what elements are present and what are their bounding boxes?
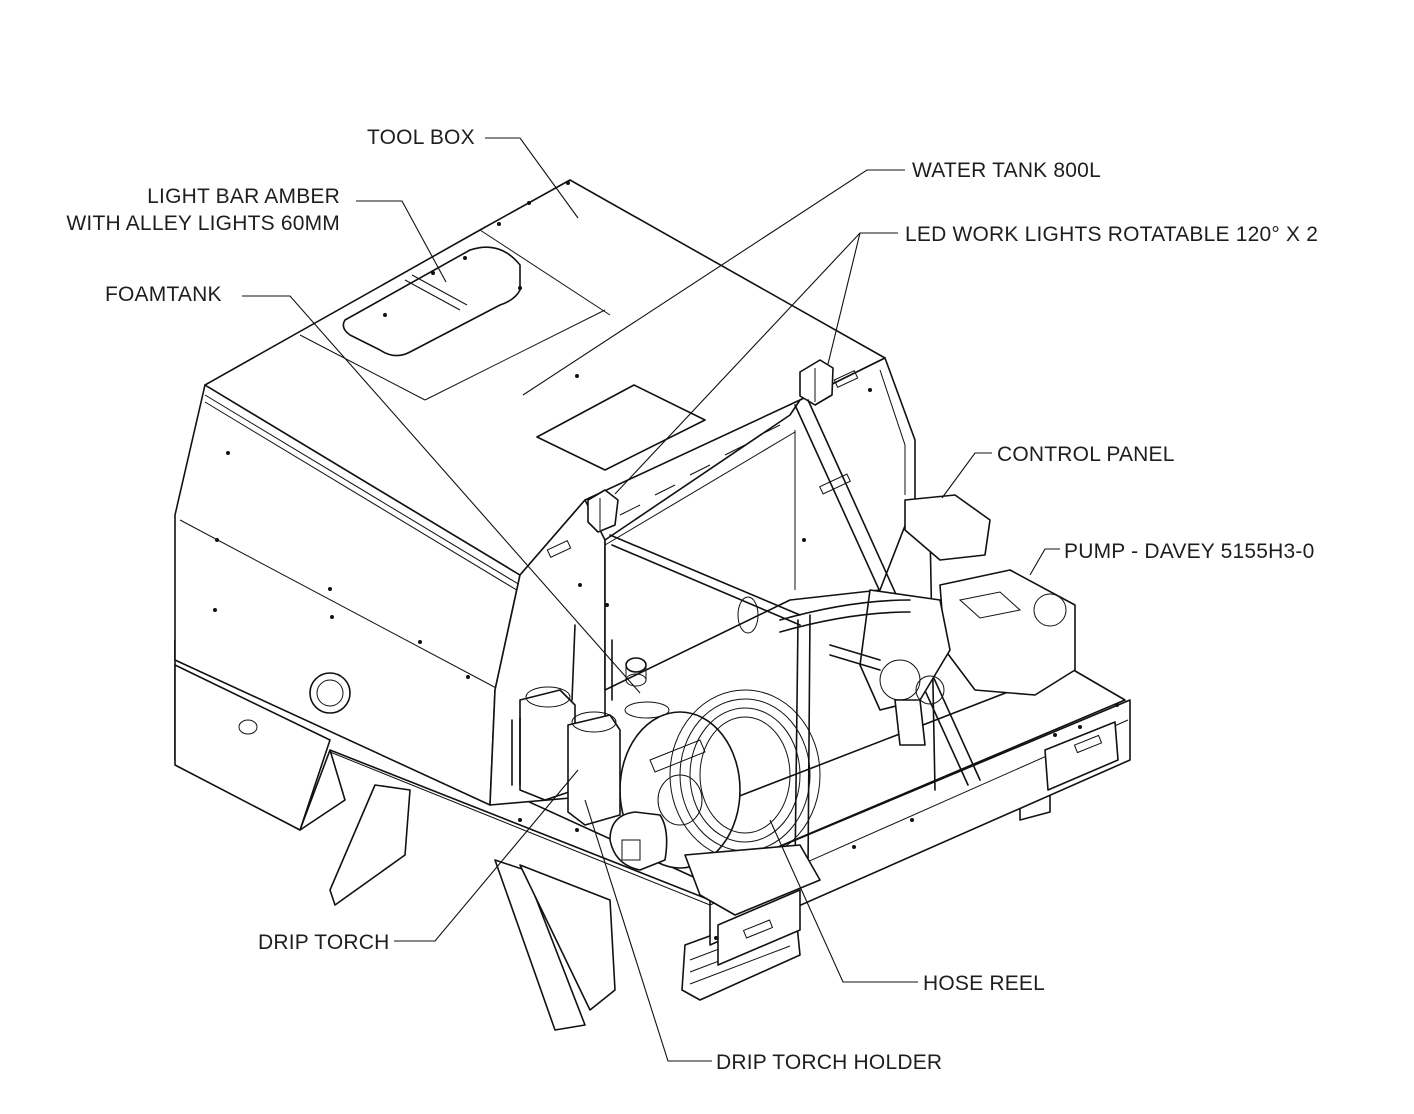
label-foamtank: FOAMTANK [105,283,222,306]
label-drip-torch-holder: DRIP TORCH HOLDER [716,1051,942,1074]
leader-led-work-lights-b [827,232,861,365]
led-work-light-left [587,489,619,533]
leader-hose-reel [769,819,918,983]
leader-pump [1029,548,1060,576]
foam-tank-top [571,624,670,719]
label-drip-torch: DRIP TORCH [258,931,390,954]
suction-pipe [737,596,911,634]
label-water-tank: WATER TANK 800L [912,159,1101,182]
label-hose-reel: HOSE REEL [923,972,1045,995]
control-panel-box [904,494,991,561]
leader-tool-box [485,137,579,219]
leader-drip-torch-holder [584,799,712,1062]
pump-assembly [829,569,1076,746]
leader-lines [242,137,1060,1062]
drip-torches [511,686,621,826]
light-bar [342,246,521,357]
badge-emblem [309,672,351,714]
label-led-work-lights: LED WORK LIGHTS ROTATABLE 120° X 2 [905,223,1318,246]
label-tool-box: TOOL BOX [367,126,475,149]
label-light-bar-line2: WITH ALLEY LIGHTS 60MM [66,212,340,235]
label-light-bar-line1: LIGHT BAR AMBER [147,185,340,208]
callout-labels: TOOL BOX LIGHT BAR AMBER WITH ALLEY LIGH… [66,126,1318,1074]
label-control-panel: CONTROL PANEL [997,443,1175,466]
skid-unit-drawing [174,179,1131,1031]
fastener-dots [213,181,1119,940]
leader-water-tank [522,169,905,396]
hose-reel-assembly [609,689,821,916]
leader-light-bar [356,200,447,283]
leader-foamtank [242,295,641,694]
led-work-light-right [799,359,834,406]
leader-drip-torch [394,769,579,942]
label-pump: PUMP - DAVEY 5155H3-0 [1064,540,1314,563]
leader-control-panel [941,452,992,499]
